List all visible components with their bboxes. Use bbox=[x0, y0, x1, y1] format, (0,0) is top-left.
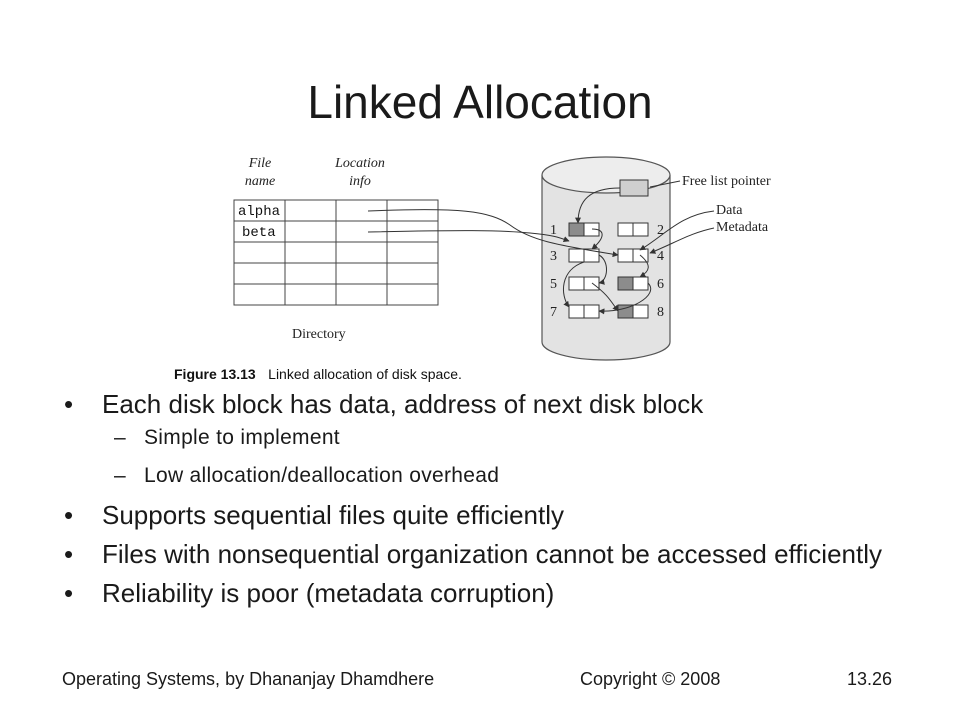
disk-block-8 bbox=[617, 304, 649, 319]
disk-block-3 bbox=[568, 248, 600, 263]
sub-bullet-item: Simple to implement bbox=[102, 425, 922, 451]
free-list-pointer-label: Free list pointer bbox=[682, 174, 771, 189]
figure-caption: Figure 13.13 Linked allocation of disk s… bbox=[174, 366, 462, 383]
disk-block-7 bbox=[568, 304, 600, 319]
block-number-3: 3 bbox=[550, 249, 557, 264]
bullet-text: Each disk block has data, address of nex… bbox=[102, 389, 704, 419]
footer-author: Operating Systems, by Dhananjay Dhamdher… bbox=[62, 669, 435, 689]
sub-bullet-list: Simple to implement Low allocation/deall… bbox=[102, 425, 922, 489]
bullet-item: Supports sequential files quite efficien… bbox=[62, 501, 922, 531]
metadata-leader-line bbox=[649, 227, 715, 254]
figure-svg: File name Location info alpha beta Direc… bbox=[174, 156, 771, 383]
footer-copyright: Copyright © 2008 bbox=[580, 669, 721, 689]
disk-block-2 bbox=[617, 222, 649, 237]
free-list-arrow bbox=[575, 187, 621, 224]
bullet-item: Files with nonsequential organization ca… bbox=[62, 540, 922, 570]
free-list-pointer-box bbox=[619, 179, 649, 197]
block-number-5: 5 bbox=[550, 277, 557, 292]
directory-table bbox=[233, 199, 439, 306]
block-number-4: 4 bbox=[657, 249, 664, 264]
beta-location-arrow bbox=[367, 230, 570, 242]
disk-blocks bbox=[568, 222, 649, 319]
footer-page-number: 13.26 bbox=[846, 669, 892, 689]
slide-title: Linked Allocation bbox=[307, 76, 653, 128]
bullet-list: Each disk block has data, address of nex… bbox=[62, 390, 922, 618]
disk-block-4 bbox=[617, 248, 649, 263]
location-info-header-line2: info bbox=[349, 174, 371, 189]
file-name-header-line1: File bbox=[248, 156, 272, 171]
directory-entry-alpha: alpha bbox=[238, 204, 280, 220]
block-number-1: 1 bbox=[550, 223, 557, 238]
disk-block-1 bbox=[568, 222, 600, 237]
directory-entry-beta: beta bbox=[242, 225, 276, 241]
free-list-leader-line bbox=[649, 180, 681, 188]
block-number-7: 7 bbox=[550, 305, 557, 320]
figure-caption-label: Figure 13.13 bbox=[174, 366, 256, 382]
figure-caption-text: Linked allocation of disk space. bbox=[268, 366, 462, 382]
block-number-6: 6 bbox=[657, 277, 664, 292]
bullet-item: Reliability is poor (metadata corruption… bbox=[62, 579, 922, 609]
file-name-header-line2: name bbox=[245, 174, 275, 189]
block-number-8: 8 bbox=[657, 305, 664, 320]
bullet-item: Each disk block has data, address of nex… bbox=[62, 389, 922, 490]
disk-block-6 bbox=[617, 276, 649, 291]
data-leader-line bbox=[639, 210, 715, 251]
location-info-header-line1: Location bbox=[334, 156, 385, 171]
linked-allocation-figure: File name Location info alpha beta Direc… bbox=[160, 145, 800, 390]
block-number-2: 2 bbox=[657, 223, 664, 238]
disk-block-5 bbox=[568, 276, 600, 291]
alpha-location-arrow bbox=[367, 209, 619, 258]
directory-label: Directory bbox=[292, 327, 346, 342]
disk-cylinder bbox=[541, 156, 671, 361]
metadata-label: Metadata bbox=[716, 220, 769, 235]
data-label: Data bbox=[716, 203, 743, 218]
block-chain-arrows bbox=[563, 228, 651, 315]
sub-bullet-item: Low allocation/deallocation overhead bbox=[102, 463, 922, 489]
